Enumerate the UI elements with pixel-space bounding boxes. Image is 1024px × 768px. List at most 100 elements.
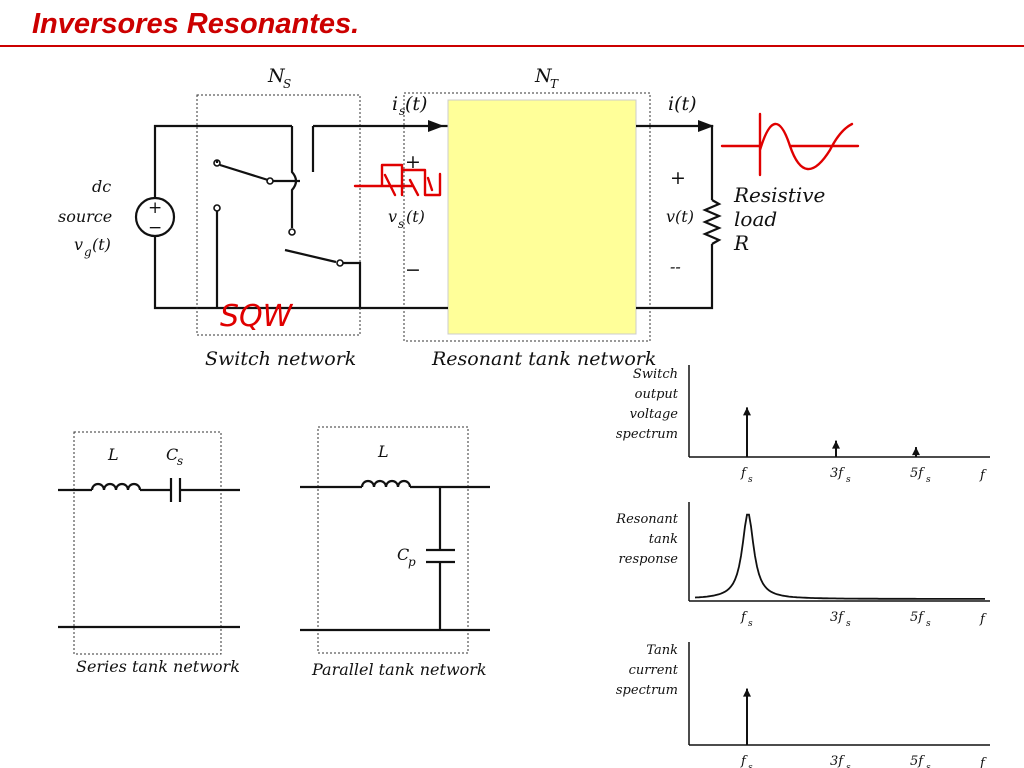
title-underline — [0, 45, 1024, 47]
spectrum-label: spectrum — [616, 427, 678, 442]
spectrum-label: Switch — [633, 367, 678, 382]
vs-arg: (t) — [406, 207, 425, 226]
vs-label: v — [388, 207, 397, 226]
tick-sub: s — [846, 475, 851, 485]
spectrum-label: output — [635, 387, 679, 402]
v-plus: + — [670, 167, 686, 189]
vg-arg: (t) — [92, 235, 111, 254]
resistive-label: Resistive — [733, 183, 825, 207]
switch2-wire — [343, 261, 362, 308]
spectral-arrow — [743, 688, 751, 697]
tick-sub: s — [926, 763, 931, 768]
switch1-pivot — [266, 177, 274, 185]
spectrum-label: tank — [649, 532, 678, 547]
v-label: v(t) — [666, 207, 694, 226]
series-c-sub: s — [177, 454, 183, 468]
is-arrow — [428, 120, 444, 132]
resonant-tank-outline — [403, 92, 651, 342]
parallel-tank: L C p Parallel tank network — [300, 426, 490, 679]
ns-label: N — [267, 65, 286, 87]
switch2-top-contact — [288, 228, 296, 236]
tick-label: f — [740, 610, 748, 625]
spectrum-label: Resonant — [615, 512, 678, 527]
load-label: load — [734, 207, 777, 231]
tick-label: 3f — [830, 754, 845, 768]
vs-plus: + — [405, 151, 421, 173]
switch1-wire — [215, 179, 300, 308]
tick-sub: s — [748, 763, 753, 768]
source-label: source — [58, 207, 112, 226]
switch2-blade — [284, 248, 337, 264]
series-tank-box — [73, 431, 222, 655]
tick-sub: s — [846, 619, 851, 629]
source-plus: + — [148, 198, 162, 218]
tick-sub: s — [926, 619, 931, 629]
tick-label: 5f — [910, 754, 925, 768]
ns-sub: S — [283, 77, 291, 91]
tick-sub: s — [748, 475, 753, 485]
series-capacitor — [169, 478, 182, 502]
parallel-tank-caption: Parallel tank network — [311, 660, 487, 679]
nt-sub: T — [550, 77, 559, 91]
red-annotations: SQW — [220, 112, 860, 334]
axis-f-label: f — [979, 468, 987, 483]
axis-f-label: f — [979, 756, 987, 768]
resonant-tank-box — [447, 99, 637, 335]
source-wire-bottom — [153, 236, 373, 310]
tick-label: 5f — [910, 610, 925, 625]
spectral-arrow — [832, 440, 840, 449]
i-arrow — [698, 120, 714, 132]
vs-sub: s — [398, 217, 404, 231]
vg-label: v — [74, 235, 83, 254]
parallel-c-label: C — [397, 545, 409, 564]
tick-sub: s — [926, 475, 931, 485]
v-minus: -- — [670, 257, 681, 276]
switch1-blade — [215, 160, 269, 182]
is-label: i — [392, 93, 398, 115]
switch1-bottom-contact — [213, 204, 221, 212]
spectral-arrow — [743, 407, 751, 416]
is-arg: (t) — [405, 93, 427, 115]
tick-label: 3f — [830, 466, 845, 481]
series-tank-caption: Series tank network — [76, 657, 240, 676]
spectrum-label: current — [629, 663, 679, 678]
resonant-tank-label: Resonant tank network — [431, 348, 656, 370]
spectral-arrow — [912, 447, 920, 456]
resonance-curve — [694, 513, 985, 600]
series-tank: L C s Series tank network — [58, 431, 240, 676]
tick-label: 3f — [830, 610, 845, 625]
parallel-l-label: L — [377, 442, 389, 461]
top-circuit: + − N S N T i s (t) i( — [58, 65, 825, 370]
vs-minus: − — [405, 259, 421, 281]
sqw-waveform-sketch — [353, 163, 442, 197]
tick-label: 5f — [910, 466, 925, 481]
switch-network-label: Switch network — [205, 348, 356, 370]
dc-label: dc — [92, 177, 111, 196]
spectrum-label: voltage — [630, 407, 679, 422]
slide-title: Inversores Resonantes. — [32, 8, 360, 40]
tick-sub: s — [846, 763, 851, 768]
vg-sub: g — [84, 245, 92, 259]
source-wire-top — [153, 124, 292, 198]
resistor — [702, 199, 722, 245]
spectrum-label: Tank — [646, 643, 678, 658]
switch2-pivot — [336, 259, 344, 267]
is-sub: s — [399, 104, 405, 118]
output-wire-bottom — [636, 244, 714, 310]
r-label: R — [733, 231, 749, 255]
tick-label: f — [740, 754, 748, 768]
sine-sketch — [720, 112, 860, 177]
dc-source-circle — [134, 196, 176, 238]
parallel-c-sub: p — [408, 555, 416, 569]
spectrum-label: spectrum — [616, 683, 678, 698]
nt-label: N — [534, 65, 553, 87]
sqw-annotation: SQW — [220, 299, 294, 334]
series-c-label: C — [166, 445, 178, 464]
axis-f-label: f — [979, 612, 987, 627]
spectrum-label: response — [619, 552, 679, 567]
parallel-tank-box — [317, 426, 469, 654]
switch-network-box — [196, 94, 361, 336]
source-minus: − — [148, 218, 162, 238]
parallel-capacitor — [426, 548, 455, 564]
